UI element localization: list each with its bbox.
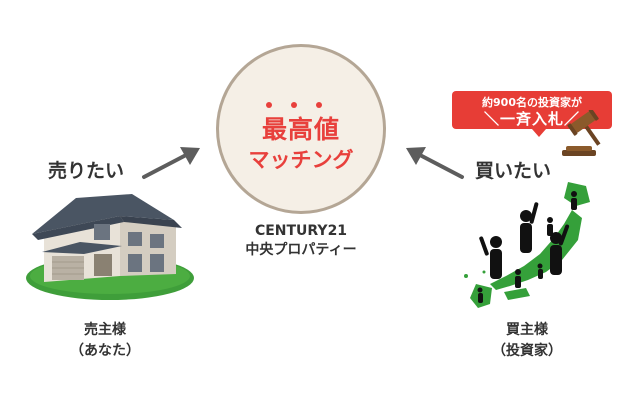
seller-arrow-icon [142,147,200,179]
seller-caption-title: 売主様 [84,322,126,338]
buyer-caption-note: （投資家） [492,343,562,359]
company-name: CENTURY21 中央プロパティー [226,222,376,260]
seller-caption-note: （あなた） [70,343,140,359]
seller-action-label: 売りたい [48,160,125,182]
badge-tail [532,129,546,137]
emphasis-dots [262,102,340,110]
matching-title: 最高値 [261,115,340,144]
buyer-arrow-icon [406,147,464,179]
matching-subtitle: マッチング [248,148,354,172]
matching-circle [216,44,386,214]
house-icon [26,194,194,300]
seller-caption: 売主様 （あなた） [50,320,160,362]
japan-map-investors-icon [464,182,590,308]
buyer-action-label: 買いたい [475,160,552,182]
company-name-japanese: 中央プロパティー [245,242,357,258]
buyer-caption: 買主様 （投資家） [472,320,582,362]
badge-headline: 約900名の投資家が [482,96,582,109]
investor-bid-badge: 約900名の投資家が ＼一斉入札／ [452,91,612,129]
gavel-icon [562,110,601,156]
buyer-caption-title: 買主様 [506,322,548,338]
company-name-latin: CENTURY21 [254,223,348,239]
badge-bid-text: ＼一斉入札／ [483,110,580,128]
